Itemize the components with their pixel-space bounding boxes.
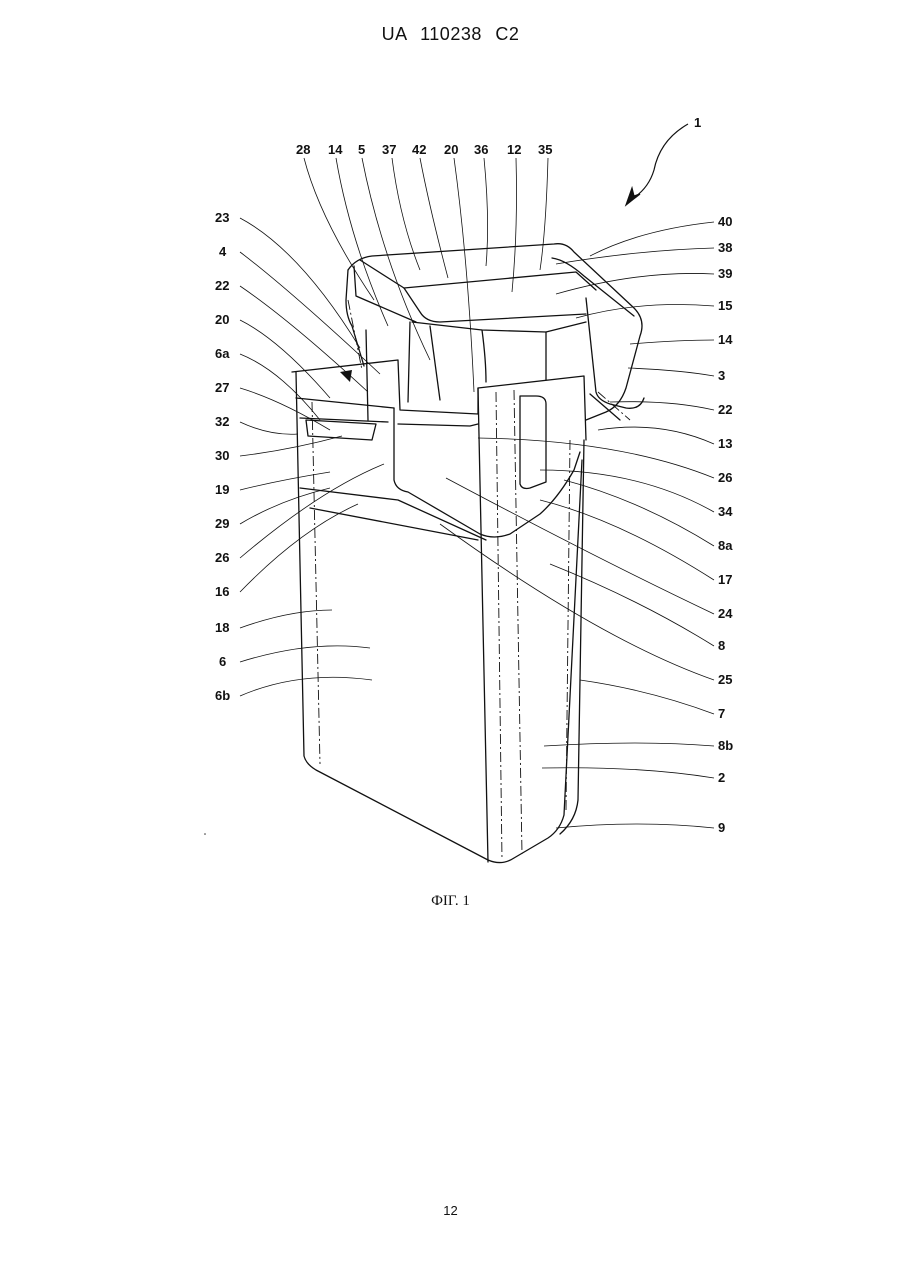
ref-label: 32 bbox=[215, 414, 229, 429]
ref-label: 3 bbox=[718, 368, 725, 383]
arrow-1 bbox=[626, 124, 688, 205]
speck bbox=[204, 833, 206, 835]
ref-label: 20 bbox=[444, 142, 458, 157]
page-number: 12 bbox=[0, 1203, 901, 1218]
reference-labels: 1 28 14 5 37 42 20 36 12 35 23 4 22 20 6… bbox=[215, 115, 733, 835]
ref-label: 34 bbox=[718, 504, 733, 519]
ref-label: 24 bbox=[718, 606, 733, 621]
ref-label: 18 bbox=[215, 620, 229, 635]
ref-label: 25 bbox=[718, 672, 732, 687]
ref-label: 42 bbox=[412, 142, 426, 157]
ref-label: 6 bbox=[219, 654, 226, 669]
ref-label: 30 bbox=[215, 448, 229, 463]
ref-label: 12 bbox=[507, 142, 521, 157]
ref-label: 9 bbox=[718, 820, 725, 835]
ref-label: 23 bbox=[215, 210, 229, 225]
ref-label: 22 bbox=[215, 278, 229, 293]
ref-label: 5 bbox=[358, 142, 365, 157]
ref-label: 27 bbox=[215, 380, 229, 395]
ref-label: 8 bbox=[718, 638, 725, 653]
ref-label: 36 bbox=[474, 142, 488, 157]
ref-label: 29 bbox=[215, 516, 229, 531]
ref-label: 39 bbox=[718, 266, 732, 281]
ref-label: 35 bbox=[538, 142, 552, 157]
ref-label: 16 bbox=[215, 584, 229, 599]
ref-label: 13 bbox=[718, 436, 732, 451]
ref-label: 40 bbox=[718, 214, 732, 229]
ref-label: 38 bbox=[718, 240, 732, 255]
ref-label: 1 bbox=[694, 115, 701, 130]
ref-label: 2 bbox=[718, 770, 725, 785]
figure-caption: ФІГ. 1 bbox=[0, 893, 901, 910]
ref-label: 22 bbox=[718, 402, 732, 417]
package-outline bbox=[292, 244, 644, 863]
ref-label: 8a bbox=[718, 538, 733, 553]
ref-label: 6b bbox=[215, 688, 230, 703]
ref-label: 20 bbox=[215, 312, 229, 327]
ref-label: 17 bbox=[718, 572, 732, 587]
ref-label: 26 bbox=[718, 470, 732, 485]
ref-label: 26 bbox=[215, 550, 229, 565]
ref-label: 7 bbox=[718, 706, 725, 721]
ref-label: 28 bbox=[296, 142, 310, 157]
ref-label: 14 bbox=[328, 142, 343, 157]
ref-label: 4 bbox=[219, 244, 227, 259]
ref-label: 19 bbox=[215, 482, 229, 497]
ref-label: 14 bbox=[718, 332, 733, 347]
ref-label: 6a bbox=[215, 346, 230, 361]
leader-lines bbox=[240, 158, 714, 828]
ref-label: 37 bbox=[382, 142, 396, 157]
ref-label: 8b bbox=[718, 738, 733, 753]
ref-label: 15 bbox=[718, 298, 732, 313]
